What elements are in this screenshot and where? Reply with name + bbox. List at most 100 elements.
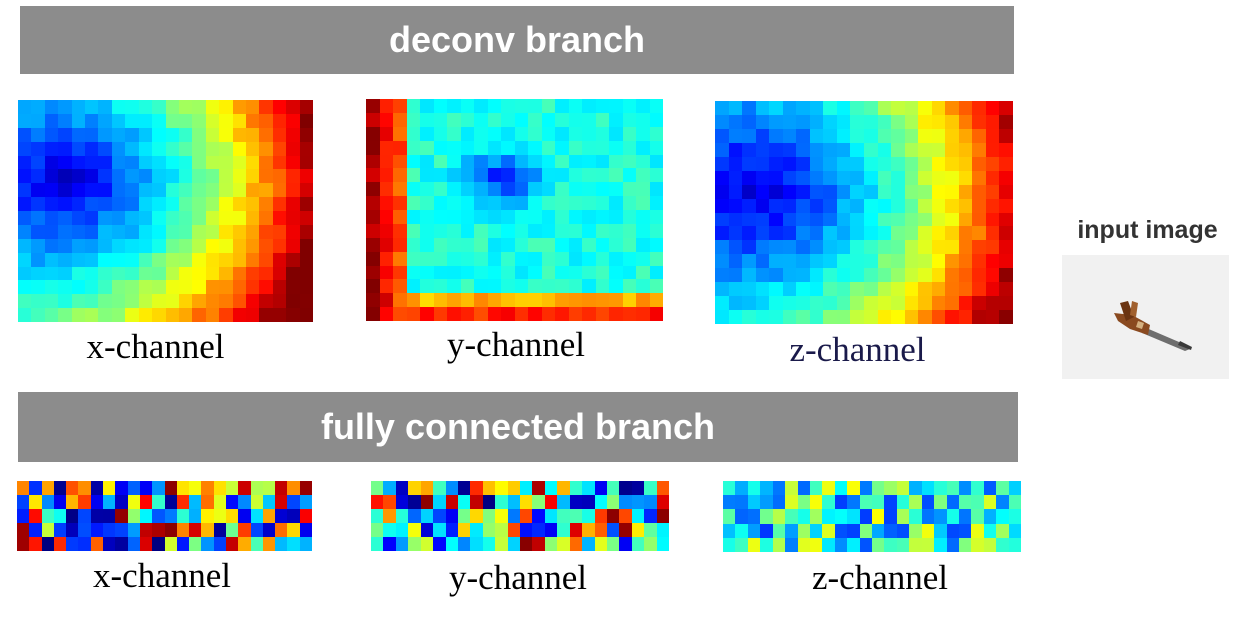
heatmap-cell [286, 266, 300, 281]
heatmap-cell [785, 495, 798, 510]
heatmap-cell [772, 537, 786, 552]
heatmap-cell [945, 212, 959, 227]
heatmap-cell [433, 251, 447, 266]
heatmap-cell [250, 537, 263, 551]
heatmap-cell [999, 198, 1013, 213]
heatmap-cell [287, 495, 300, 509]
heatmap-cell [715, 142, 729, 157]
heatmap-cell [127, 509, 140, 523]
heatmap-cell [884, 495, 897, 510]
heatmap-cell [595, 112, 609, 127]
heatmap-cell [18, 141, 32, 156]
heatmap-cell [286, 100, 300, 114]
heatmap-cell [178, 238, 193, 253]
heatmap-cell [433, 196, 447, 210]
heatmap-cell [286, 280, 300, 295]
heatmap-cell [201, 509, 214, 523]
heatmap-cell [259, 238, 273, 253]
heatmap-cell [501, 112, 515, 127]
heatmap-cell [192, 211, 206, 225]
heatmap-cell [958, 156, 973, 171]
heatmap-cell [769, 184, 783, 199]
heatmap-cell [864, 128, 878, 143]
heatmap-cell [728, 198, 743, 213]
fc-z-channel-heatmap [723, 481, 1021, 552]
heatmap-cell [782, 268, 797, 283]
heatmap-cell [742, 240, 756, 255]
heatmap-cell [649, 126, 663, 141]
heatmap-cell [755, 310, 770, 324]
heatmap-cell [232, 141, 246, 156]
heatmap-cell [406, 168, 420, 183]
heatmap-cell [836, 254, 851, 269]
heatmap-cell [931, 128, 946, 143]
heatmap-cell [272, 113, 287, 128]
heatmap-cell [225, 537, 239, 551]
heatmap-cell [931, 226, 946, 241]
heatmap-cell [555, 210, 569, 224]
heatmap-cell [501, 279, 515, 294]
heatmap-cell [41, 523, 54, 537]
heatmap-cell [850, 226, 864, 241]
heatmap-cell [18, 113, 32, 128]
heatmap-cell [742, 128, 756, 143]
heatmap-cell [205, 308, 220, 322]
heatmap-cell [541, 265, 555, 280]
heatmap-cell [205, 113, 220, 128]
heatmap-cell [649, 307, 663, 321]
heatmap-cell [433, 140, 447, 155]
heatmap-cell [514, 237, 528, 252]
heatmap-cell [205, 141, 220, 156]
heatmap-cell [98, 252, 112, 267]
heatmap-cell [98, 155, 112, 170]
heatmap-cell [834, 523, 848, 538]
heatmap-cell [501, 307, 515, 321]
heatmap-cell [44, 252, 59, 267]
heatmap-cell [192, 294, 206, 309]
heatmap-cell [482, 495, 496, 509]
heatmap-cell [836, 184, 851, 199]
heatmap-cell [460, 210, 474, 224]
heatmap-cell [286, 113, 300, 128]
heatmap-cell [823, 226, 837, 241]
heatmap-cell [379, 168, 393, 183]
heatmap-cell [796, 226, 810, 241]
heatmap-cell [877, 156, 892, 171]
heatmap-cell [127, 537, 140, 551]
heatmap-cell [299, 308, 313, 322]
heatmap-cell [528, 182, 542, 197]
heatmap-cell [420, 251, 434, 266]
heatmap-cell [259, 183, 273, 198]
heatmap-cell [904, 101, 919, 115]
heatmap-cell [796, 184, 810, 199]
heatmap-cell [178, 252, 193, 267]
heatmap-cell [631, 495, 645, 509]
heatmap-cell [272, 294, 287, 309]
heatmap-cell [213, 523, 226, 537]
heatmap-cell [366, 196, 380, 210]
heatmap-cell [272, 197, 287, 211]
heatmap-cell [809, 282, 824, 297]
heatmap-cell [568, 112, 582, 127]
heatmap-cell [245, 238, 260, 253]
heatmap-cell [619, 509, 632, 523]
heatmap-cell [71, 224, 86, 239]
heatmap-cell [958, 240, 973, 255]
heatmap-cell [582, 251, 596, 266]
heatmap-cell [85, 100, 99, 114]
heatmap-cell [541, 168, 555, 183]
heatmap-cell [201, 481, 214, 495]
heatmap-cell [555, 237, 569, 252]
heatmap-cell [111, 141, 126, 156]
heatmap-cell [931, 114, 946, 129]
heatmap-cell [219, 141, 233, 156]
heatmap-cell [31, 308, 45, 322]
heatmap-cell [259, 211, 273, 225]
heatmap-cell [205, 183, 220, 198]
heatmap-cell [482, 509, 496, 523]
heatmap-cell [945, 156, 959, 171]
heatmap-cell [836, 170, 851, 185]
heatmap-cell [379, 126, 393, 141]
heatmap-cell [859, 509, 872, 524]
heatmap-cell [999, 170, 1013, 185]
